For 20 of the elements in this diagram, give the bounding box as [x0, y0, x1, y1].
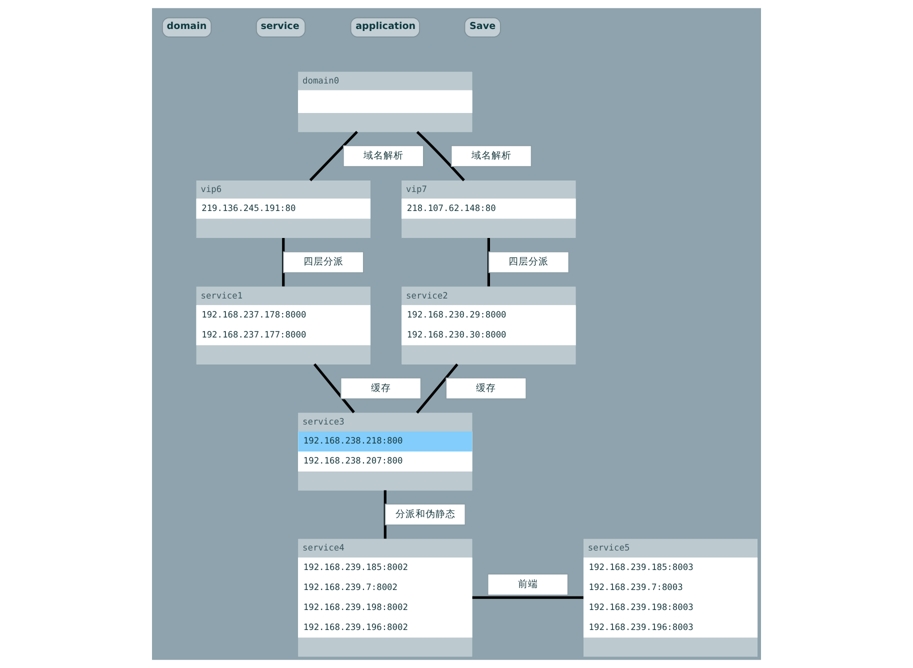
edge-label: 前端	[518, 578, 538, 590]
connector	[472, 596, 584, 599]
edge-label: 域名解析	[471, 150, 512, 162]
connector	[282, 238, 285, 286]
label: service	[260, 20, 300, 32]
edge-label: 四层分派	[303, 256, 344, 268]
label: Save	[470, 20, 496, 32]
edge-label: 四层分派	[508, 256, 549, 268]
connector	[416, 130, 465, 182]
label: application	[356, 20, 416, 32]
edge-label: 缓存	[476, 382, 496, 394]
edge-label: 缓存	[370, 382, 391, 394]
edge-label: 域名解析	[363, 150, 404, 162]
connector	[487, 238, 490, 286]
connector	[313, 363, 355, 414]
label: domain	[166, 20, 207, 32]
edge-label: 分派和伪静态	[396, 508, 456, 520]
connector	[384, 490, 386, 539]
connector	[416, 363, 458, 414]
connector	[309, 130, 358, 182]
